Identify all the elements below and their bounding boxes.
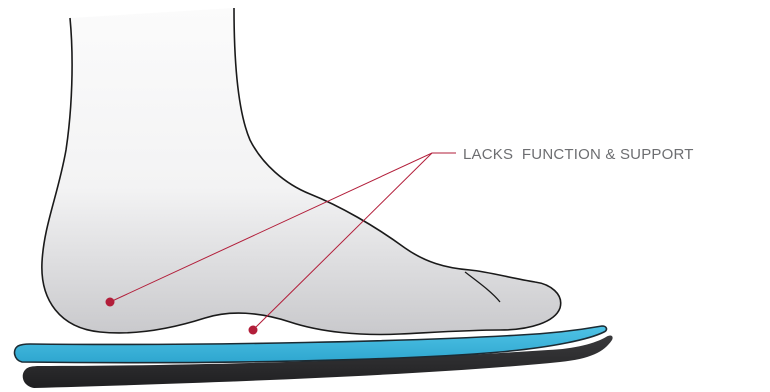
heel-marker-dot <box>106 298 115 307</box>
callout-label: LACKS FUNCTION & SUPPORT <box>463 146 694 163</box>
arch-marker-dot <box>249 326 258 335</box>
